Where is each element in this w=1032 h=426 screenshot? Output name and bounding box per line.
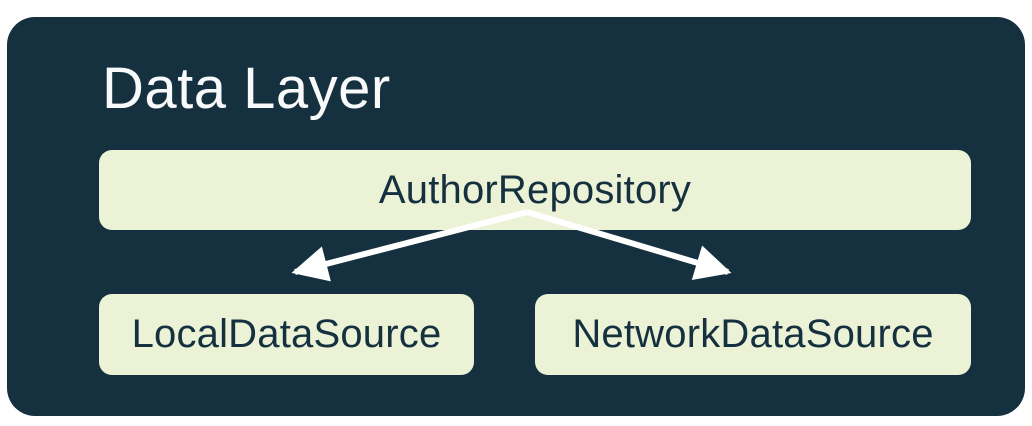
node-network-data-source: NetworkDataSource — [535, 294, 971, 375]
data-layer-container: Data Layer AuthorRepository LocalDataSou… — [7, 17, 1025, 416]
node-local-data-source-label: LocalDataSource — [131, 312, 442, 356]
node-author-repository-label: AuthorRepository — [378, 167, 692, 212]
diagram-title: Data Layer — [102, 56, 391, 121]
node-author-repository: AuthorRepository — [99, 150, 971, 230]
node-network-data-source-label: NetworkDataSource — [572, 312, 934, 356]
node-local-data-source: LocalDataSource — [99, 294, 474, 375]
